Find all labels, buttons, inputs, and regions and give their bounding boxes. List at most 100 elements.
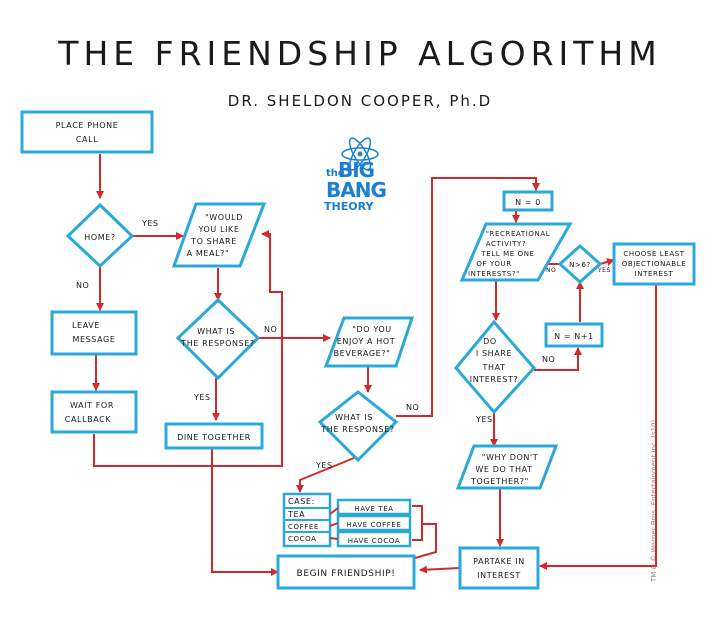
node-line: HAVE COCOA	[348, 537, 401, 545]
process-partake-in-interest: PARTAKE IN INTEREST	[458, 546, 540, 590]
node-line: MESSAGE	[72, 335, 115, 344]
logo-big: BIG	[338, 158, 375, 182]
node-line: PARTAKE IN	[473, 557, 525, 566]
node-line: INTEREST?	[470, 375, 519, 384]
edge-label-home-yes: YES	[141, 219, 159, 228]
process-n-zero: N = 0	[502, 190, 554, 212]
node-line: INTERESTS?"	[468, 270, 520, 278]
node-line: ACTIVITY?	[486, 240, 526, 248]
logo-theory: THEORY	[324, 200, 374, 213]
logo-bang: BANG	[326, 178, 387, 202]
case-coffee: COFFEE	[288, 523, 319, 531]
node-line: I SHARE	[476, 349, 512, 358]
node-line: INTEREST	[477, 571, 521, 580]
case-table: CASE: TEA COFFEE COCOA	[282, 492, 332, 548]
node-line: N = N+1	[554, 332, 594, 341]
edge-label-ngt6-yes: YES	[597, 267, 611, 274]
arrow-case-to-begin	[407, 523, 437, 562]
node-line: TELL ME ONE	[480, 250, 534, 258]
decision-n-gt-6: N>6?	[557, 243, 603, 285]
process-have-coffee: HAVE COFFEE	[329, 514, 412, 532]
page-subtitle: DR. SHELDON COOPER, Ph.D	[227, 92, 493, 110]
node-line: CALLBACK	[65, 415, 112, 424]
io-recreational-activity: "RECREATIONAL ACTIVITY? TELL ME ONE OF Y…	[459, 222, 573, 282]
arrow-partake-to-begin	[419, 565, 461, 574]
case-cocoa: COCOA	[288, 535, 316, 543]
arrow-case-loop	[412, 505, 423, 541]
decision-response-1: WHAT IS THE RESPONSE?	[175, 297, 261, 381]
node-line: CALL	[76, 135, 98, 144]
node-line: THE RESPONSE?	[180, 339, 254, 348]
io-why-dont-we: "WHY DON'T WE DO THAT TOGETHER?"	[455, 444, 559, 490]
arrow-least-to-partake	[539, 284, 657, 570]
edge-label-response1-yes: YES	[193, 393, 211, 402]
node-line: DINE TOGETHER	[177, 433, 251, 442]
node-line: HOME?	[84, 233, 116, 242]
terminal-begin-friendship: BEGIN FRIENDSHIP!	[276, 554, 416, 590]
page-title: THE FRIENDSHIP ALGORITHM	[58, 34, 662, 73]
node-line: HAVE TEA	[354, 505, 393, 513]
node-line: INTEREST	[635, 270, 674, 278]
edge-label-response2-no: NO	[406, 403, 419, 412]
node-line: "WOULD	[205, 213, 243, 222]
edge-label-home-no: NO	[76, 281, 89, 290]
edge-label-response1-no: NO	[264, 325, 277, 334]
process-have-tea: HAVE TEA	[329, 498, 412, 516]
node-line: HAVE COFFEE	[347, 521, 402, 529]
arrow-wait-loop	[93, 230, 283, 467]
node-line: "WHY DON'T	[482, 453, 539, 462]
atom-icon	[341, 137, 379, 171]
node-line: DO	[483, 337, 497, 346]
logo-the: the	[326, 168, 345, 179]
edge-labels: YES NO NO YES NO YES NO YES NO YES	[76, 219, 611, 470]
big-bang-theory-logo: the BIG BANG THEORY	[318, 134, 394, 220]
edge-label-response2-yes: YES	[315, 461, 333, 470]
case-header: CASE:	[288, 497, 315, 506]
node-line: WE DO THAT	[475, 465, 532, 474]
process-dine-together: DINE TOGETHER	[164, 422, 264, 450]
process-choose-least-objectionable: CHOOSE LEAST OBJECTIONABLE INTEREST	[612, 242, 696, 286]
arrow-share-no	[534, 347, 582, 371]
arrow-response2-no	[396, 177, 540, 417]
node-line: ENJOY A HOT	[337, 337, 396, 346]
node-line: A MEAL?"	[187, 249, 230, 258]
node-line: TOGETHER?"	[470, 477, 529, 486]
node-line: "RECREATIONAL	[486, 230, 551, 238]
node-line: WHAT IS	[335, 413, 373, 422]
edge-label-ngt6-no: NO	[546, 267, 556, 274]
node-line: "DO YOU	[352, 325, 391, 334]
arrow-ngt6-yes	[599, 258, 615, 266]
case-tea: TEA	[287, 510, 305, 519]
node-line: THAT	[481, 363, 505, 372]
decision-response-2: WHAT IS THE RESPONSE?	[317, 390, 399, 463]
node-line: YOU LIKE	[197, 225, 239, 234]
node-line: N = 0	[515, 198, 541, 207]
edge-label-share-yes: YES	[475, 415, 493, 424]
process-place-phone-call: PLACE PHONE CALL	[20, 110, 154, 154]
node-line: BEVERAGE?"	[334, 349, 391, 358]
arrow-dine-to-begin	[211, 448, 279, 576]
process-n-increment: N = N+1	[544, 322, 604, 348]
node-line: OBJECTIONABLE	[622, 260, 687, 268]
edge-label-share-no: NO	[542, 355, 555, 364]
node-line: PLACE PHONE	[56, 121, 119, 130]
process-leave-message: LEAVE MESSAGE	[50, 310, 138, 356]
decision-home: HOME?	[65, 202, 135, 269]
process-wait-for-callback: WAIT FOR CALLBACK	[50, 390, 138, 434]
decision-share-interest: DO I SHARE THAT INTEREST?	[454, 319, 537, 415]
node-line: WAIT FOR	[70, 401, 114, 410]
process-have-cocoa: HAVE COCOA	[329, 530, 412, 548]
connectors	[92, 154, 657, 576]
node-line: CHOOSE LEAST	[623, 250, 684, 258]
io-share-meal: "WOULD YOU LIKE TO SHARE A MEAL?"	[171, 202, 267, 268]
node-line: TO SHARE	[190, 237, 237, 246]
node-line: N>6?	[569, 261, 591, 269]
node-line: THE RESPONSE?	[320, 425, 394, 434]
node-line: WHAT IS	[197, 327, 235, 336]
node-line: LEAVE	[72, 321, 100, 330]
node-line: BEGIN FRIENDSHIP!	[297, 569, 396, 579]
node-line: OF YOUR	[476, 260, 511, 268]
io-hot-beverage: "DO YOU ENJOY A HOT BEVERAGE?"	[323, 316, 415, 368]
